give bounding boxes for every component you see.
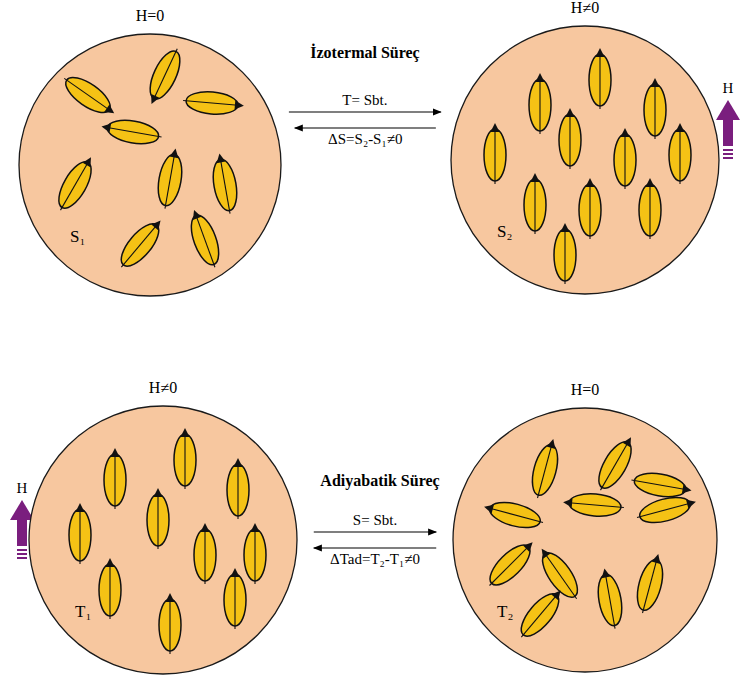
magnetic-moment [154, 147, 186, 211]
magnetic-moment [104, 448, 126, 509]
magnetic-moment [142, 44, 188, 109]
magnetic-moment [227, 458, 249, 519]
state-label: S₁ [70, 227, 85, 247]
process-arrow [314, 547, 436, 548]
magnetic-moment [484, 123, 506, 184]
magnetic-moment [513, 583, 569, 644]
process-title: İzotermal Süreç [310, 44, 419, 62]
magnetic-moment [634, 491, 699, 528]
arrow-label: ΔS=S₂-S₁≠0 [328, 131, 402, 148]
magnetic-moment [533, 542, 586, 605]
magnetic-moment [159, 593, 181, 654]
magnetic-moment [100, 116, 164, 148]
process-arrow [314, 531, 436, 532]
magnetic-moment [194, 523, 216, 584]
state-label: T₁ [75, 602, 91, 622]
state-circle: H=0T₂ [452, 407, 718, 673]
magnetic-moment [209, 152, 241, 216]
magnetic-moment [614, 128, 636, 189]
magnetic-moment [174, 428, 196, 489]
sample-circle [19, 34, 281, 296]
circle-outline [28, 405, 298, 675]
magnetic-moment [184, 206, 226, 271]
field-label: H=0 [136, 7, 165, 25]
field-label: H≠0 [149, 379, 177, 397]
magnetic-moment [99, 558, 121, 619]
magnetic-moment [591, 432, 641, 496]
magnetic-moment [147, 488, 169, 549]
magnetic-moment [562, 491, 625, 518]
magnetic-moment [58, 69, 121, 122]
field-label: H=0 [571, 381, 600, 399]
circle-outline [18, 33, 282, 297]
arrow-label: ΔTad=T₂-T₁≠0 [330, 551, 420, 568]
magnetic-moment [639, 178, 661, 239]
process-title: Adiyabatik Süreç [320, 472, 439, 490]
circle-outline [452, 407, 718, 673]
process-arrow [289, 111, 441, 112]
magnetic-moment [594, 567, 626, 631]
state-circle: H≠0S₂ [450, 25, 720, 295]
circle-outline [450, 25, 720, 295]
sample-circle [453, 408, 717, 672]
magnetic-moment [589, 48, 611, 109]
arrow-label: T= Sbt. [342, 92, 387, 109]
process-arrow [295, 127, 436, 128]
field-label: H≠0 [571, 0, 599, 17]
sample-circle [29, 406, 297, 674]
magnetic-moment [51, 152, 101, 216]
magnetic-moment [632, 551, 669, 616]
arrow-label: S= Sbt. [353, 512, 397, 529]
magnetic-moment [529, 73, 551, 134]
magnetic-moment [481, 496, 546, 533]
field-label: H [723, 80, 734, 97]
magnetic-moment [224, 568, 246, 629]
magnetic-moment [579, 178, 601, 239]
magnetic-moment [554, 223, 576, 284]
magnetic-moment [559, 108, 581, 169]
field-arrow [716, 100, 740, 159]
state-circle: H=0S₁ [18, 33, 282, 297]
magnetic-moment [630, 469, 694, 501]
field-label: H [17, 480, 28, 497]
magnetic-moment [69, 503, 91, 564]
magnetic-moment [113, 213, 169, 274]
magnetic-moment [482, 535, 541, 594]
magnetic-moment [524, 173, 546, 234]
sample-circle [451, 26, 719, 294]
state-label: S₂ [497, 222, 512, 242]
magnetic-moment [669, 123, 691, 184]
magnetic-moment [244, 523, 266, 584]
state-label: T₂ [497, 602, 513, 622]
magnetic-moment [527, 436, 564, 501]
magnetic-moment [182, 90, 245, 117]
state-circle: H≠0T₁ [28, 405, 298, 675]
magnetic-moment [644, 78, 666, 139]
